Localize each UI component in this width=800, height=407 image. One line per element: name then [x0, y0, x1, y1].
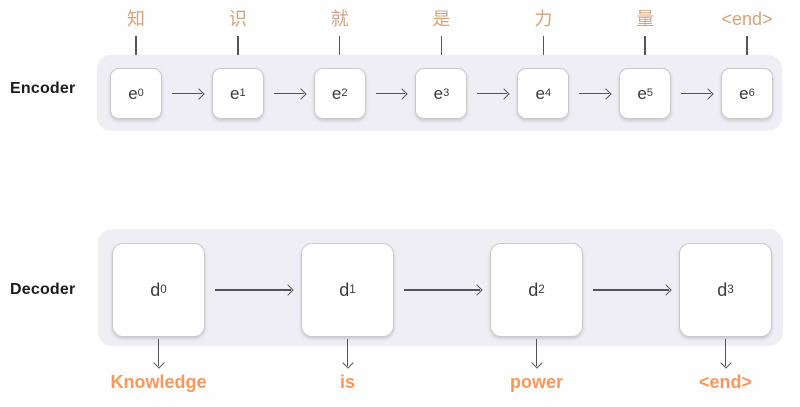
- arrow-slot: [314, 36, 366, 61]
- encoder-input-token: <end>: [721, 9, 773, 29]
- decoder-output-token: is: [339, 372, 355, 392]
- decoder-label: Decoder: [10, 281, 76, 298]
- cell-label: d: [528, 279, 539, 300]
- decoder-output-slot: Knowledge: [110, 371, 207, 393]
- cell-label: d: [339, 279, 350, 300]
- cell-label: e: [535, 83, 545, 103]
- arrow-slot: [679, 339, 772, 366]
- arrow-slot: [415, 36, 467, 61]
- cell-subscript: 0: [137, 86, 144, 99]
- decoder-output-token: power: [509, 372, 563, 392]
- encoder-input-slot: <end>: [721, 8, 773, 30]
- decoder-output-token: Knowledge: [110, 372, 207, 392]
- encoder-input-token: 就: [330, 9, 349, 29]
- encoder-input-slot: 就: [314, 8, 366, 30]
- arrow-slot: [490, 339, 583, 366]
- decoder-output-arrows-row: [112, 339, 772, 366]
- right-arrow-icon: [593, 289, 669, 291]
- cell-label: d: [150, 279, 161, 300]
- encoder-input-token: 力: [534, 9, 553, 29]
- decoder-output-slot: power: [490, 371, 583, 393]
- cell-label: d: [717, 279, 728, 300]
- encoder-input-arrows-row: [110, 36, 773, 61]
- down-arrow-icon: [157, 339, 160, 366]
- right-arrow-icon: [477, 92, 508, 95]
- cell-label: e: [433, 83, 444, 103]
- encoder-input-token: 量: [636, 9, 655, 29]
- cell-subscript: 0: [160, 283, 167, 297]
- decoder-outputs-row: Knowledge is power <end>: [110, 371, 772, 393]
- cell-subscript: 6: [748, 86, 755, 99]
- cell-label: e: [637, 83, 647, 103]
- down-arrow-icon: [724, 339, 727, 366]
- decoder-output-slot: is: [301, 371, 394, 393]
- encoder-input-token: 识: [228, 9, 247, 29]
- down-arrow-icon: [237, 36, 239, 61]
- right-arrow-icon: [404, 289, 480, 291]
- down-arrow-icon: [338, 36, 341, 61]
- down-arrow-icon: [535, 339, 538, 366]
- decoder-output-token: <end>: [698, 372, 753, 392]
- right-arrow-icon: [681, 92, 711, 95]
- right-arrow-icon: [579, 92, 610, 95]
- right-arrow-icon: [375, 92, 406, 95]
- arrow-slot: [517, 36, 569, 61]
- cell-label: e: [739, 83, 749, 103]
- cell-subscript: 1: [239, 86, 246, 99]
- encoder-input-slot: 识: [212, 8, 264, 30]
- down-arrow-icon: [135, 36, 137, 61]
- down-arrow-icon: [746, 36, 748, 61]
- encoder-input-token: 是: [432, 9, 451, 29]
- encoder-input-slot: 量: [619, 8, 671, 30]
- right-arrow-icon: [172, 92, 202, 95]
- cell-subscript: 4: [544, 86, 552, 99]
- arrow-slot: [619, 36, 671, 61]
- cell-subscript: 5: [646, 86, 653, 99]
- arrow-slot: [112, 339, 205, 366]
- cell-subscript: 3: [727, 283, 734, 297]
- arrow-slot: [110, 36, 162, 61]
- decoder-output-slot: <end>: [679, 371, 772, 393]
- encoder-input-slot: 力: [517, 8, 569, 30]
- down-arrow-icon: [440, 36, 443, 61]
- cell-subscript: 3: [443, 86, 450, 99]
- down-arrow-icon: [346, 339, 349, 366]
- encoder-label: Encoder: [10, 80, 76, 97]
- encoder-input-token: 知: [127, 9, 145, 29]
- arrow-slot: [301, 339, 394, 366]
- arrow-slot: [212, 36, 264, 61]
- cell-subscript: 1: [349, 283, 356, 297]
- right-arrow-icon: [215, 289, 291, 291]
- encoder-input-slot: 是: [415, 8, 467, 30]
- right-arrow-icon: [273, 92, 304, 95]
- encoder-input-slot: 知: [110, 8, 162, 30]
- cell-label: e: [230, 83, 240, 103]
- cell-label: e: [331, 83, 342, 103]
- cell-subscript: 2: [341, 86, 348, 99]
- down-arrow-icon: [644, 36, 646, 61]
- encoder-inputs-row: 知 识 就 是 力 量 <end>: [110, 8, 773, 30]
- cell-subscript: 2: [538, 283, 545, 297]
- cell-label: e: [128, 83, 138, 103]
- arrow-slot: [721, 36, 773, 61]
- down-arrow-icon: [542, 36, 545, 61]
